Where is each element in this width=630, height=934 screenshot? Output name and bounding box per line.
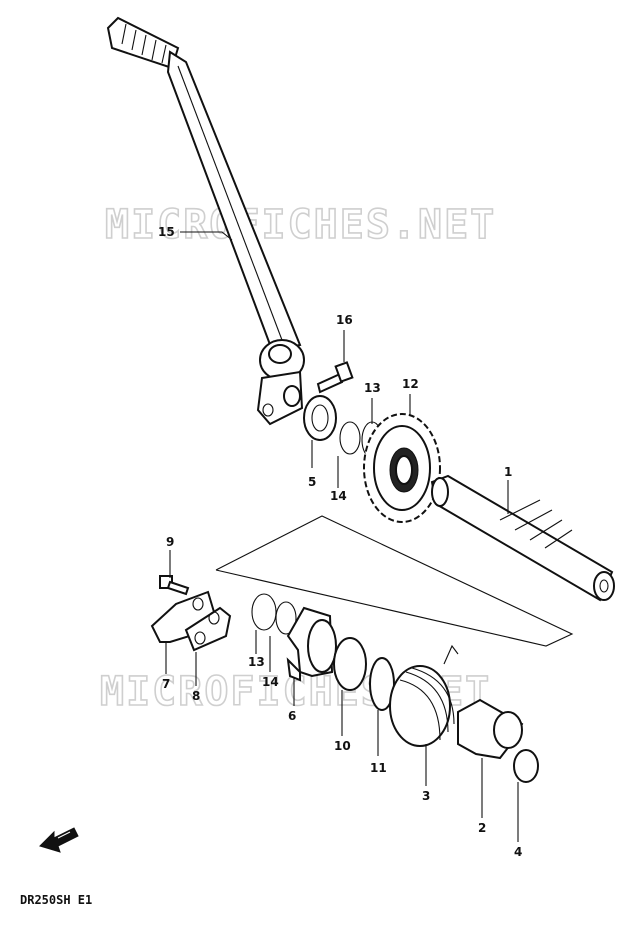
callout-12: 12 (402, 377, 419, 391)
circlip-14-lower (275, 601, 297, 635)
kick-shaft-1 (430, 474, 615, 602)
callout-2: 2 (478, 821, 486, 835)
callout-5: 5 (308, 475, 316, 489)
bolt-9 (159, 575, 190, 596)
callout-9: 9 (166, 535, 174, 549)
callout-4: 4 (514, 845, 522, 859)
callout-13-upper: 13 (364, 381, 381, 395)
washer-13-lower (251, 593, 277, 631)
callout-15: 15 (158, 225, 175, 239)
plate-8 (184, 606, 232, 652)
callout-8: 8 (192, 689, 200, 703)
callout-10: 10 (334, 739, 351, 753)
callout-7: 7 (162, 677, 170, 691)
leader-lines (165, 231, 519, 842)
callout-1: 1 (504, 465, 512, 479)
circlip-4 (513, 749, 539, 783)
callout-3: 3 (422, 789, 430, 803)
callout-13-lower: 13 (248, 655, 265, 669)
kick-spring-3 (389, 644, 459, 747)
spring-guide-2 (457, 698, 524, 760)
bolt-16 (316, 361, 354, 394)
watermark-top: MICROFICHES.NET (105, 202, 496, 248)
assembly-outline (215, 515, 574, 647)
ratchet-6 (286, 606, 337, 682)
callout-6: 6 (288, 709, 296, 723)
callout-11: 11 (370, 761, 387, 775)
callout-16: 16 (336, 313, 353, 327)
callout-14-upper: 14 (330, 489, 347, 503)
callout-14-lower: 14 (262, 675, 279, 689)
front-arrow-icon (39, 827, 79, 853)
kick-starter-lever (106, 16, 305, 426)
diagram-code: DR250SH E1 (20, 893, 92, 907)
kick-drive-gear-12 (363, 413, 441, 523)
oil-seal-5 (303, 395, 337, 441)
circlip-14-upper (339, 421, 361, 455)
callout-labels: 15 16 13 12 5 14 1 9 7 8 13 14 6 10 11 3… (158, 225, 522, 859)
washer-10 (333, 637, 367, 691)
